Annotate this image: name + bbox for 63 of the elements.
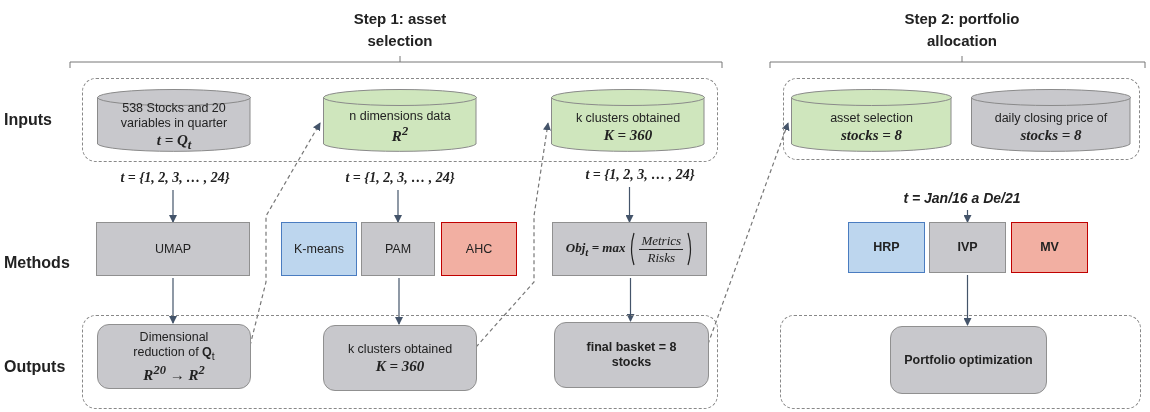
time-range-label: t = {1, 2, 3, … , 24} [330,168,470,188]
method-box [441,222,517,276]
node-text: final basket = 8 stocks [585,340,678,370]
row-label: Inputs [4,111,53,129]
dashed-group-frame [82,78,718,162]
node-text: K-means [294,241,344,257]
database-cylinder [97,89,251,153]
formula-text: stocks = 8 [1020,125,1082,144]
node-text: k clusters obtained [347,341,453,357]
arrow [169,277,177,324]
node-text: asset selection [830,110,913,126]
arrow [963,209,972,223]
node-text: UMAP [154,241,192,257]
formula-text: K = 360 [603,125,653,144]
objective-formula: Obj$_{t}$ = max Metrics Risks [565,232,694,266]
formula-text: R$^{20}$ → R$^{2}$ [143,362,205,384]
formula-text: t = Q$_{t}$ [156,131,192,153]
node-text: Dimensional reduction of Q$_{t}$ [132,329,216,363]
time-range-label: t = {1, 2, 3, … , 24} [105,168,245,188]
database-cylinder [971,89,1131,153]
output-box [97,324,251,389]
time-range-label: t = Jan/16 a De/21 [882,188,1042,208]
node-text: HRP [873,240,900,255]
formula-text: K = 360 [375,356,425,375]
method-box [281,222,357,276]
arrow [394,189,402,223]
method-box [848,222,925,273]
arrow [963,274,972,326]
node-text: k clusters obtained [575,110,681,126]
method-box [1011,222,1088,273]
method-box [361,222,435,276]
database-cylinder [551,89,705,153]
node-text: Portfolio optimization [904,352,1033,368]
dashed-group-frame [780,315,1141,409]
step-heading: Step 1: asset selection [352,9,448,51]
database-cylinder [791,89,952,153]
step-heading: Step 2: portfolio allocation [903,9,1021,51]
time-range-label: t = {1, 2, 3, … , 24} [570,165,710,185]
dashed-group-frame [783,78,1140,160]
database-cylinder [323,89,477,153]
arrow [475,122,551,348]
arrow [625,186,634,223]
output-box [323,325,477,391]
arrow [395,277,403,325]
row-label: Outputs [4,358,67,376]
output-box [890,326,1047,394]
node-text: IVP [957,240,978,255]
node-text: daily closing price of [994,110,1108,126]
objective-box [552,222,707,276]
node-text: n dimensions data [349,109,451,124]
method-box [96,222,250,276]
node-text: PAM [384,241,412,257]
arrow [169,189,177,223]
formula-text: stocks = 8 [840,125,903,144]
dashed-group-frame [82,315,718,409]
node-text: 538 Stocks and 20 variables in quarter [119,101,229,131]
node-text: MV [1040,240,1059,255]
formula-text: R$^{2}$ [391,124,409,145]
output-box [554,322,709,388]
method-box [929,222,1006,273]
node-text: AHC [465,241,493,257]
row-label: Methods [4,254,71,272]
arrow [626,277,635,322]
